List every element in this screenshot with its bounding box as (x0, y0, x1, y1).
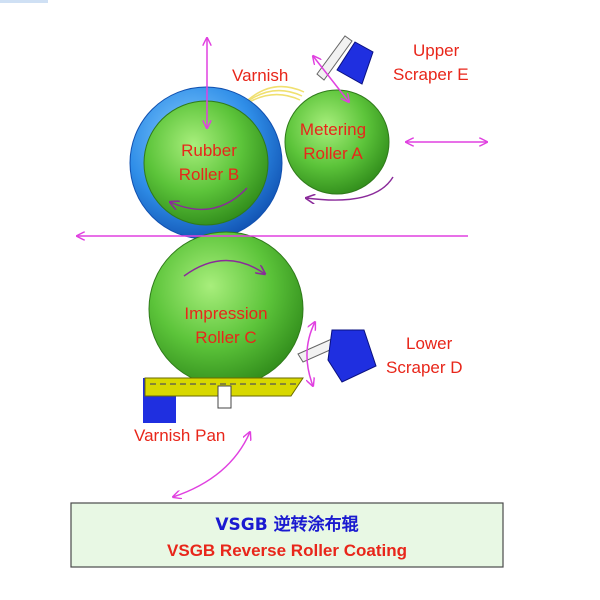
corner-mark (0, 0, 48, 3)
title-chinese: VSGB 逆转涂布辊 (215, 514, 358, 535)
impression-roller-label-line2: Roller C (195, 328, 256, 347)
metering-roller-a (284, 89, 390, 195)
varnish-label: Varnish (232, 66, 288, 85)
lower-scraper-label-line1: Lower (406, 334, 453, 353)
varnish-pan (143, 377, 304, 423)
rubber-roller-label-line2: Roller B (179, 165, 239, 184)
impression-roller-label-line1: Impression (184, 304, 267, 323)
title-box: VSGB 逆转涂布辊 VSGB Reverse Roller Coating (70, 502, 504, 568)
rubber-roller-label-line1: Rubber (181, 141, 237, 160)
upper-scraper-e (316, 35, 374, 85)
double-arrow-icon (77, 38, 487, 497)
rotation-arrow-icon (170, 176, 394, 277)
metering-roller-label-line2: Roller A (303, 144, 363, 163)
upper-scraper-label-line1: Upper (413, 41, 460, 60)
rubber-roller-b (129, 86, 283, 240)
varnish-pan-label: Varnish Pan (134, 426, 225, 445)
metering-roller-label-line1: Metering (300, 120, 366, 139)
upper-scraper-label-line2: Scraper E (393, 65, 469, 84)
title-english: VSGB Reverse Roller Coating (167, 541, 407, 560)
lower-scraper-label-line2: Scraper D (386, 358, 463, 377)
